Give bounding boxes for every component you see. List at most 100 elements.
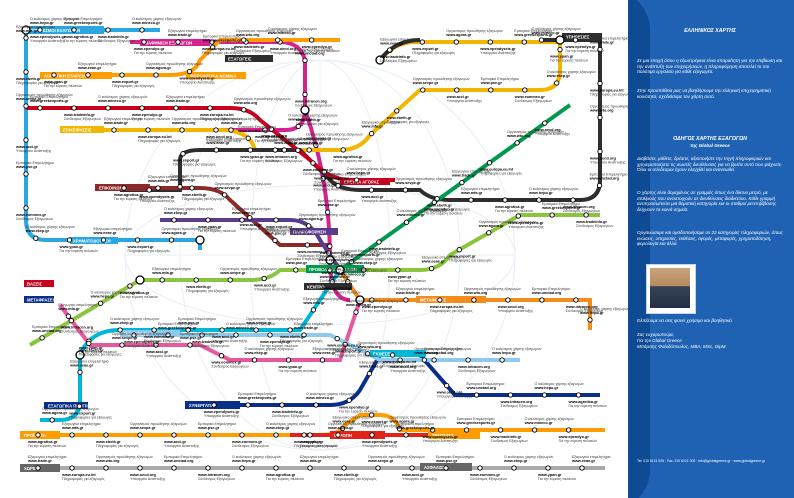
station-caption: Για την εύρεση πελατών [362, 309, 400, 313]
info-panel: ΕΛΛΗΝΙΚΟΣ ΧΑΡΤΗΣ Σε μια εποχή όπου η εξω… [628, 0, 794, 498]
station-dot [403, 219, 410, 225]
interchange-station [135, 275, 145, 285]
banner-18: ΤΡΑΠΕΖΕΣ [432, 433, 454, 438]
station-dot [77, 369, 83, 375]
station-dot [463, 427, 470, 433]
station-caption: Πληροφορίες για εξαγωγές [430, 309, 473, 313]
station-caption: Ο καλύτερος χάρτης εξαγωγών [226, 322, 276, 326]
station-caption: Οργανισμός προώθησης εξαγωγών [328, 422, 385, 426]
station-url: www.tradeinfo.gr [379, 55, 411, 59]
station-caption: Σύνδεσμος Εξαγωγέων [272, 414, 309, 418]
station-dot [515, 213, 521, 219]
station-caption: Εμπορικό Επιμελητήριο [396, 422, 434, 426]
station-caption: Πληροφορίες για εξαγωγές [387, 120, 430, 124]
station-dot [369, 297, 375, 303]
station-url: www.ependyseis.gr [203, 410, 240, 414]
banner-8: ΧΡΗΜΑΤΟΔΟΤΗΣΗ [73, 239, 111, 244]
station-url: www.unctad.org [31, 329, 62, 333]
station-url: www.greekexports.gr [157, 326, 197, 330]
station-url: www.sevpe.gr [219, 271, 246, 275]
station-url: www.greekexports.gr [395, 426, 435, 430]
station-url: www.pse.gr [327, 177, 350, 181]
station-dot [186, 68, 193, 75]
station-dot [275, 37, 281, 43]
station-url: www.ypan.gr [537, 473, 562, 477]
station-dot [69, 432, 75, 438]
station-dot [579, 465, 585, 471]
station-url: www.agrotica.gr [119, 291, 150, 295]
station-caption: Εμπορικό Επιμελητήριο [424, 347, 462, 351]
banner-19: ΣΥΝΕΡΓΑΤΕΣ [189, 403, 216, 408]
banner-24: ΒΑΣΕΙΣ [27, 282, 43, 287]
station-caption: Εμπορικό Επιμελητήριο [180, 332, 218, 336]
station-url: www.tradeinfo.gr [97, 35, 129, 39]
station-dot [471, 297, 477, 303]
station-dot [295, 147, 301, 153]
station-url: www.greekexports.gr [202, 38, 242, 42]
station-url: www.wto.org [95, 459, 120, 463]
station-caption: Για την εύρεση πελατών [388, 279, 426, 283]
station-url: www.agora.gr [327, 426, 353, 430]
station-dot [103, 432, 109, 438]
station-url: www.agora.gr [345, 303, 371, 307]
station-caption: Σύνδεσμος Εξαγωγέων [501, 404, 538, 408]
station-dot [570, 197, 576, 203]
interchange-station [300, 105, 310, 115]
station-url: www.eeae.gr [332, 420, 357, 424]
station-url: www.export.gr [265, 225, 293, 229]
station-dot [23, 69, 29, 75]
author-photo [650, 268, 690, 308]
station-url: www.europa.eu.int [326, 344, 361, 348]
station-caption: Ο καλύτερος χάρτης εξαγωγών [266, 422, 316, 426]
station-url: www.ebeth.gr [333, 473, 359, 477]
station-dot [339, 425, 346, 432]
station-caption: Ο καλύτερος χάρτης εξαγωγών [580, 307, 628, 311]
station-dot [335, 432, 341, 438]
station-url: www.ypan.gr [549, 55, 574, 59]
banner-15: ΧΩΡΕΣ [24, 466, 39, 471]
station-dot [171, 217, 177, 223]
station-url: www.sevpe.gr [111, 336, 138, 340]
station-url: www.eeae.gr [421, 260, 446, 264]
station-dot [488, 87, 494, 93]
station-url: www.eommex.gr [319, 251, 351, 255]
station-caption: Πληροφορίες για εξαγωγές [280, 339, 323, 343]
station-dot [511, 465, 517, 471]
station-dot [395, 267, 401, 273]
station-dot [180, 151, 186, 157]
station-caption: Οργανισμός προώθησης εξαγωγών [507, 130, 564, 134]
station-dot [141, 39, 147, 45]
station-url: www.ependyseis.gr [507, 221, 544, 225]
station-url: www.unctad.org [294, 51, 325, 55]
station-caption: Οργανισμός προώθησης εξαγωγών [146, 62, 203, 66]
station-url: www.wto.org [413, 351, 438, 355]
station-url: www.hepo.gr [287, 117, 312, 121]
station-caption: Οργανισμός προώθησης εξαγωγών [236, 29, 293, 33]
line-brown [110, 186, 330, 247]
station-dot [272, 237, 278, 244]
station-url: www.ependyseis.gr [123, 340, 160, 344]
station-caption: Ο καλύτερος χάρτης εξαγωγών [532, 27, 582, 31]
station-url: www.mineco.gr [396, 213, 425, 217]
station-dot [348, 259, 355, 265]
station-caption: Πληροφορίες για εξαγωγές [334, 477, 377, 481]
station-url: www.export.gr [334, 349, 362, 353]
station-url: www.oecd.org [436, 391, 463, 395]
station-caption: Για την εύρεση πελατών [550, 59, 588, 63]
station-dot [86, 340, 92, 347]
station-url: www.sevpe.gr [412, 81, 439, 85]
station-url: www.intracen.org [294, 99, 327, 103]
station-url: www.trade.gr [395, 291, 420, 295]
station-caption: Σύνδεσμος Εξαγωγέων [566, 309, 603, 313]
station-caption: Εξαγωγικό επιμελητήριο [452, 170, 491, 174]
station-caption: Οργανισμός προώθησης εξαγωγών [170, 174, 227, 178]
panel-title: ΟΔΗΓΟΣ ΧΑΡΤΗΣ ΕΞΑΓΩΓΩΝ [673, 136, 747, 142]
station-dot [273, 465, 279, 471]
station-url: www.hepo.gr [491, 351, 516, 355]
station-url: www.mfa.gr [57, 307, 80, 311]
station-caption: Για την εύρεση πελατών [266, 477, 304, 481]
station-caption: Υπουργείο Ανάπτυξης [480, 51, 516, 55]
station-caption: Υπουργείο Ανάπτυξης [180, 81, 216, 85]
panel-sign-2: Για την Global Greece [637, 338, 682, 343]
station-dot [307, 432, 313, 438]
